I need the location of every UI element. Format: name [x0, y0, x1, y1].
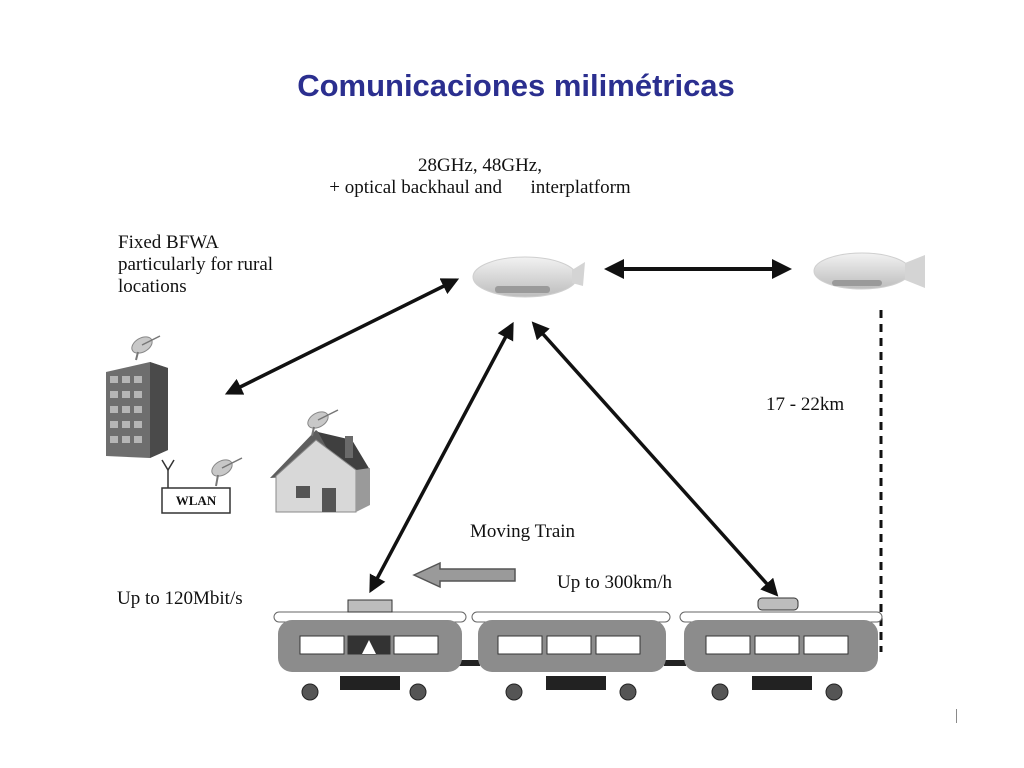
airship-icon [472, 256, 585, 298]
bfwa-line-3: locations [118, 275, 187, 297]
satellite-dish-icon [131, 335, 161, 361]
train-rear-link-arrow [531, 321, 779, 597]
frequencies-line-1: 28GHz, 48GHz, [417, 155, 542, 176]
bfwa-label: Fixed BFWA particularly for rural locati… [118, 232, 273, 298]
train-front-link-arrow [369, 321, 514, 594]
wlan-router-icon [161, 459, 231, 514]
frequencies-label: 28GHz, 48GHz, + optical backhaul and int… [300, 155, 660, 199]
satellite-dish-icon [307, 409, 339, 437]
bfwa-line-2: particularly for rural [118, 253, 274, 275]
building-icon [106, 362, 168, 458]
satellite-dish-icon [211, 457, 243, 487]
house-icon [270, 430, 370, 513]
wlan-label: WLAN [176, 493, 217, 508]
slide-marker [956, 709, 957, 723]
airship-icon [813, 252, 925, 290]
altitude-label: 17 - 22km [766, 394, 845, 415]
page-title: Comunicaciones milimétricas [297, 68, 735, 103]
bfwa-link-arrow [224, 278, 460, 395]
bfwa-line-1: Fixed BFWA [118, 232, 219, 253]
arrow-left-icon [412, 561, 516, 589]
frequencies-line-2: + optical backhaul and interplatform [329, 176, 631, 198]
train-icon [273, 597, 883, 701]
datarate-label: Up to 120Mbit/s [117, 588, 243, 609]
